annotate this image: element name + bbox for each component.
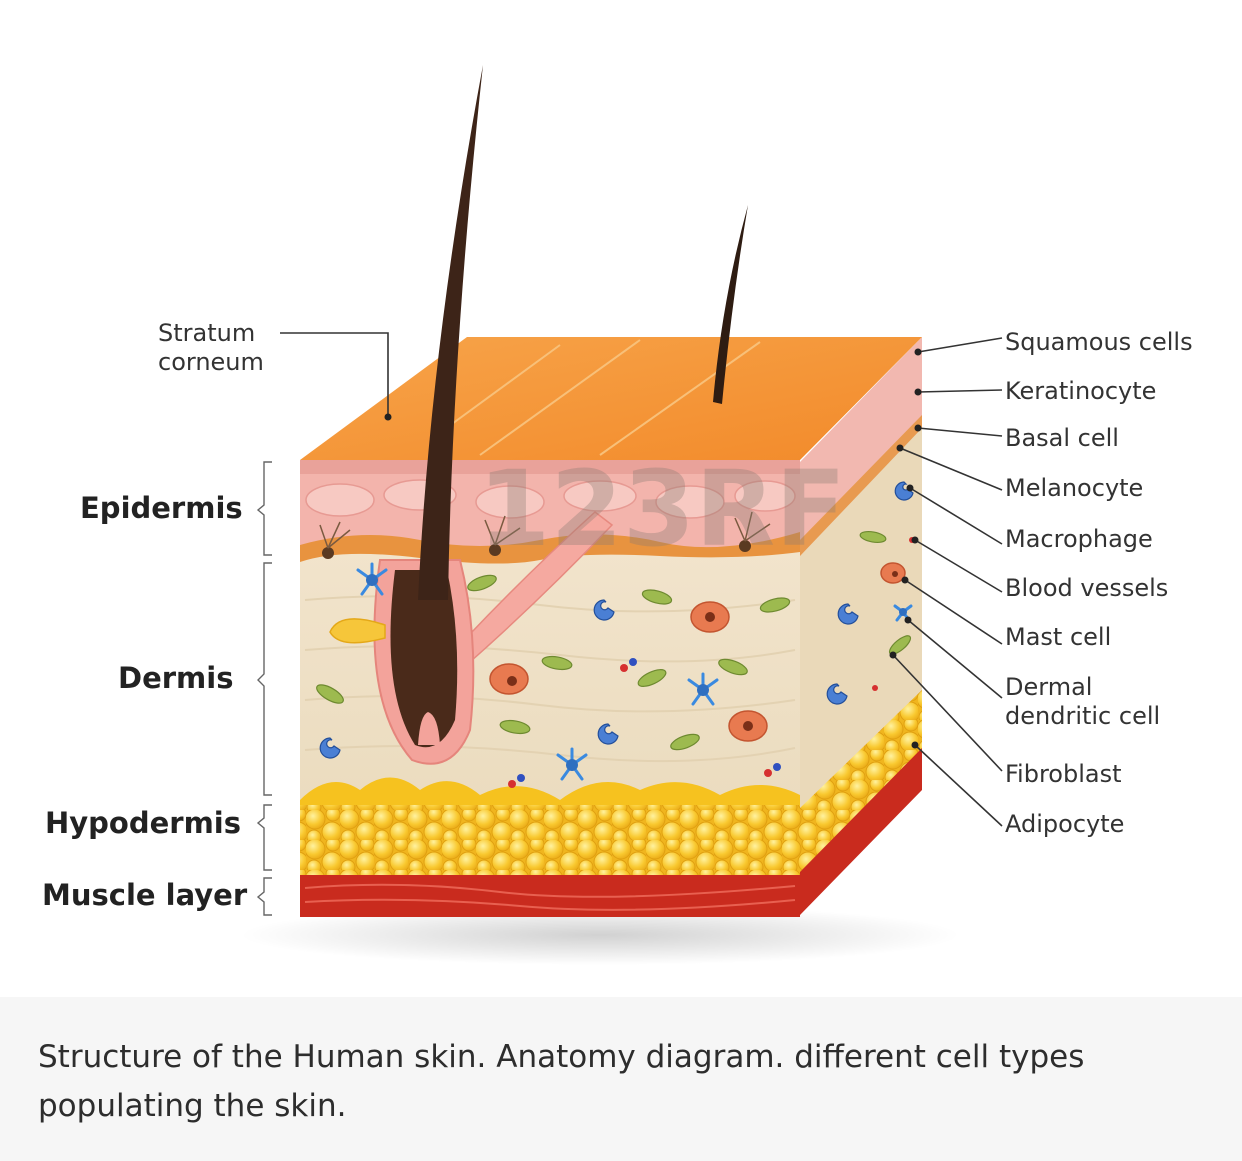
label-adipocyte: Adipocyte — [1005, 810, 1124, 838]
label-macrophage: Macrophage — [1005, 525, 1153, 553]
label-melanocyte: Melanocyte — [1005, 474, 1143, 502]
right-leader-lines — [892, 337, 1003, 827]
label-dermal-dendritic-cell-line1: Dermal — [1005, 673, 1092, 701]
hair-follicle — [373, 559, 475, 765]
label-epidermis: Epidermis — [80, 491, 243, 525]
label-fibroblast: Fibroblast — [1005, 760, 1122, 788]
label-mast-cell: Mast cell — [1005, 623, 1111, 651]
sebaceous-gland — [329, 618, 386, 644]
caption-panel: Structure of the Human skin. Anatomy dia… — [0, 997, 1242, 1161]
hair-short — [713, 205, 748, 404]
block-shadow — [240, 905, 960, 965]
dermal-cells — [316, 481, 915, 788]
leader-dot-stratum-corneum — [384, 413, 392, 421]
right-leader-dots — [889, 348, 922, 749]
arrector-pili-muscle — [453, 511, 614, 663]
label-hypodermis: Hypodermis — [45, 806, 241, 840]
label-dermal-dendritic-cell-line2: dendritic cell — [1005, 702, 1160, 730]
caption-text: Structure of the Human skin. Anatomy dia… — [38, 1039, 1085, 1124]
watermark-text: 123RF — [478, 448, 846, 570]
leader-stratum-corneum — [280, 332, 389, 415]
skin-anatomy-diagram: 123RF Epidermis Dermis Hypodermis Muscle… — [42, 65, 1193, 965]
label-stratum-corneum-line2: corneum — [158, 348, 264, 376]
block-right-face — [800, 337, 922, 915]
label-keratinocyte: Keratinocyte — [1005, 377, 1156, 405]
left-braces — [256, 461, 272, 916]
label-stratum-corneum-line1: Stratum — [158, 319, 255, 347]
label-blood-vessels: Blood vessels — [1005, 574, 1168, 602]
label-basal-cell: Basal cell — [1005, 424, 1119, 452]
label-muscle-layer: Muscle layer — [42, 878, 248, 912]
label-squamous-cells: Squamous cells — [1005, 328, 1193, 356]
hair-long — [418, 65, 483, 600]
label-dermis: Dermis — [118, 661, 233, 695]
